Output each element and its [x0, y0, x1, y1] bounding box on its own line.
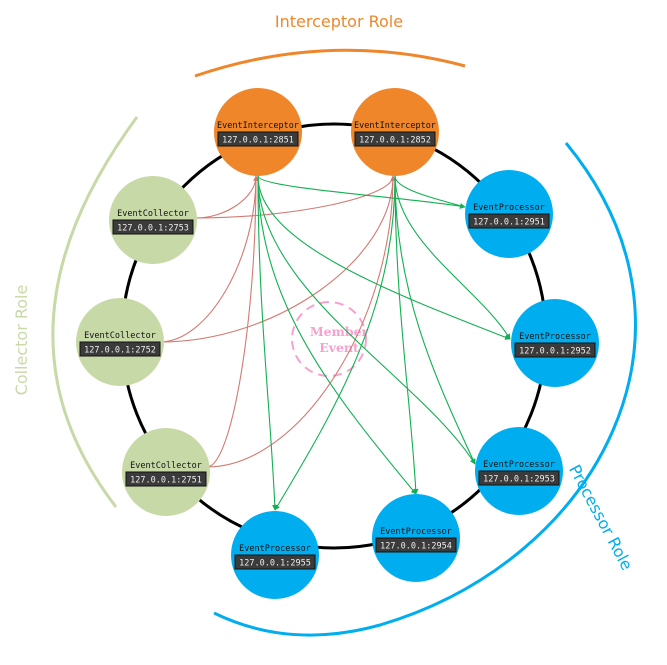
edge-dispatch-i1-to-p4 [257, 175, 417, 495]
edge-dispatch-i2-to-p3 [394, 175, 476, 465]
edge-dispatch-i1-to-p5 [257, 175, 278, 511]
member-event-circle [291, 301, 367, 377]
node-address: 127.0.0.1:2954 [380, 542, 452, 552]
collector-role-label: Collector Role [12, 285, 31, 396]
node-address: 127.0.0.1:2953 [483, 475, 555, 485]
node-name: EventInterceptor [354, 121, 436, 131]
node-processor-p2[interactable]: EventProcessor 127.0.0.1:2952 [511, 299, 599, 387]
node-name: EventCollector [84, 331, 156, 341]
edge-dispatch-i2-to-p1 [394, 175, 466, 209]
edge-dispatch-i2-to-p2 [394, 175, 511, 340]
collector-role-arc [51, 116, 139, 508]
edge-register-c1-to-i2 [206, 175, 396, 468]
edge-register-c3-to-i2 [195, 175, 396, 219]
node-processor-p1[interactable]: EventProcessor 127.0.0.1:2951 [465, 170, 553, 258]
member-event-line2: Event [319, 340, 359, 355]
node-address-box [478, 470, 560, 486]
member-event-line1: Member [310, 324, 369, 339]
node-address: 127.0.0.1:2851 [222, 136, 294, 146]
edges [159, 175, 511, 511]
node-name: EventProcessor [519, 332, 591, 342]
edge-register-c2-to-i1 [159, 175, 259, 343]
edge-dispatch-i1-to-p2 [257, 175, 511, 340]
nodes: EventInterceptor127.0.0.1:2851EventInter… [76, 88, 599, 599]
node-interceptor-i1[interactable]: EventInterceptor 127.0.0.1:2851 [214, 88, 302, 176]
edge-dispatch-i1-to-p1 [257, 175, 466, 209]
node-address: 127.0.0.1:2753 [117, 224, 189, 234]
processor-role-label: Processor Role [565, 461, 637, 573]
node-collector-c2[interactable]: EventCollector 127.0.0.1:2752 [76, 298, 164, 386]
edge-dispatch-i2-to-p4 [394, 175, 419, 495]
edge-dispatch-i2-to-p5 [274, 175, 396, 511]
node-address: 127.0.0.1:2955 [239, 559, 311, 569]
node-processor-p3[interactable]: EventProcessor 127.0.0.1:2953 [475, 427, 563, 515]
node-interceptor-i2[interactable]: EventInterceptor 127.0.0.1:2852 [351, 88, 439, 176]
edge-register-c2-to-i2 [159, 175, 396, 343]
node-address-box [468, 213, 550, 229]
node-address: 127.0.0.1:2751 [130, 476, 202, 486]
node-processor-p5[interactable]: EventProcessor 127.0.0.1:2955 [231, 511, 319, 599]
edge-register-c3-to-i1 [195, 175, 259, 219]
processor-role-arc [213, 142, 637, 637]
node-address-box [354, 131, 436, 147]
node-name: EventProcessor [483, 460, 555, 470]
node-name: EventInterceptor [217, 121, 299, 131]
node-name: EventProcessor [239, 544, 311, 554]
node-address-box [375, 537, 457, 553]
node-address-box [514, 342, 596, 358]
node-address: 127.0.0.1:2951 [473, 218, 545, 228]
node-address: 127.0.0.1:2852 [359, 136, 431, 146]
node-collector-c3[interactable]: EventCollector 127.0.0.1:2753 [109, 176, 197, 264]
interceptor-role-label: Interceptor Role [275, 12, 403, 31]
edge-dispatch-i1-to-p3 [257, 175, 476, 465]
node-name: EventProcessor [380, 527, 452, 537]
node-name: EventProcessor [473, 203, 545, 213]
node-address: 127.0.0.1:2952 [519, 347, 591, 357]
node-address-box [79, 341, 161, 357]
node-address-box [125, 471, 207, 487]
node-processor-p4[interactable]: EventProcessor 127.0.0.1:2954 [372, 494, 460, 582]
node-name: EventCollector [130, 461, 202, 471]
node-address-box [234, 554, 316, 570]
node-address: 127.0.0.1:2752 [84, 346, 156, 356]
node-collector-c1[interactable]: EventCollector 127.0.0.1:2751 [122, 428, 210, 516]
interceptor-role-arc [194, 48, 466, 78]
edge-register-c1-to-i1 [206, 175, 259, 468]
node-name: EventCollector [117, 209, 189, 219]
member-event: Member Event [291, 301, 369, 377]
node-address-box [217, 131, 299, 147]
node-address-box [112, 219, 194, 235]
